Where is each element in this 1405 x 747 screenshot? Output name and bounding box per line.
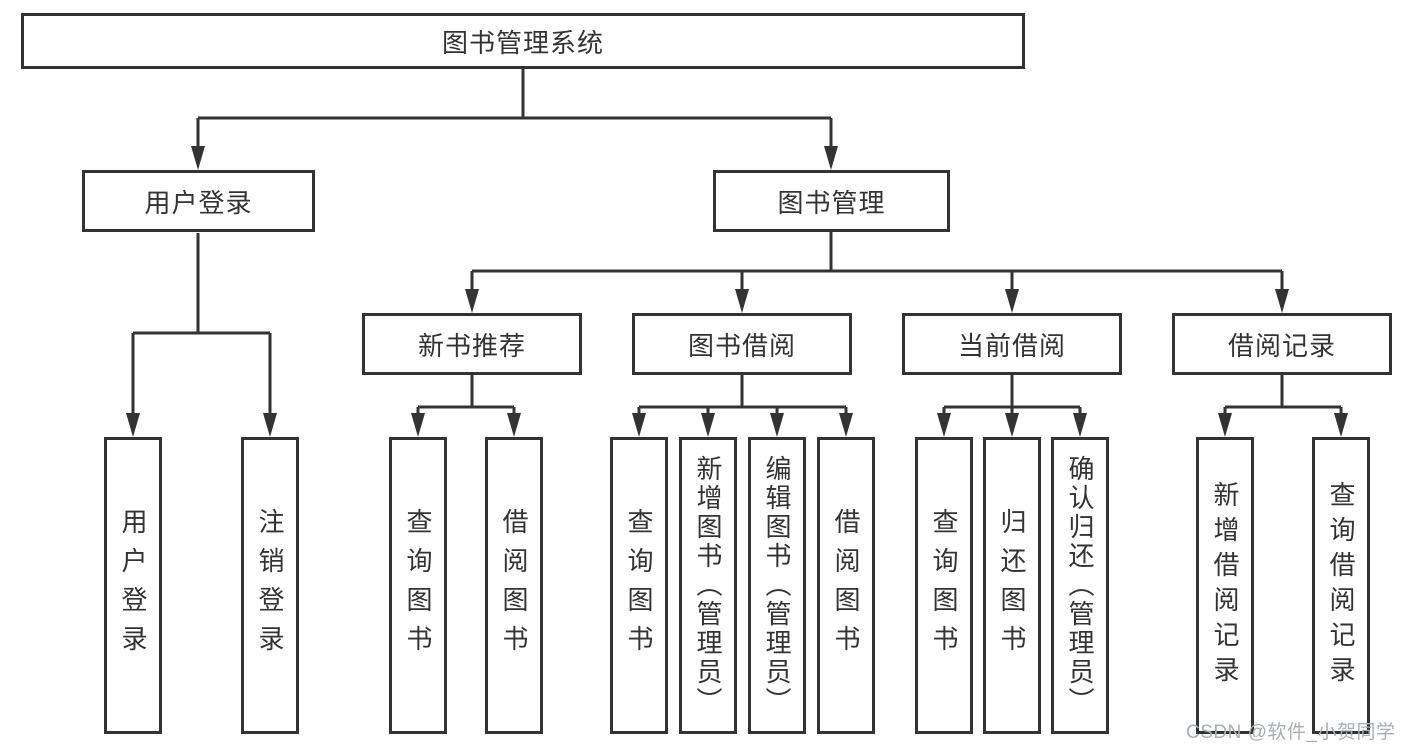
connector-bookmgmt-fork bbox=[470, 232, 1284, 295]
connector-recommend-fork bbox=[416, 375, 516, 419]
arrow-down-icon bbox=[191, 146, 205, 170]
arrow-down-icon bbox=[465, 289, 479, 313]
node-book-borrow-label: 图书借阅 bbox=[687, 330, 796, 361]
leaf-borrow-books-recommend-label: 借阅图书 bbox=[499, 507, 529, 664]
leaf-query-books-current-label: 查询图书 bbox=[929, 507, 959, 664]
arrow-down-icon bbox=[1005, 413, 1019, 437]
leaf-add-borrow-record: 新增借阅记录 bbox=[1196, 437, 1254, 734]
arrow-down-icon bbox=[411, 413, 425, 437]
leaf-query-books-borrow: 查询图书 bbox=[610, 437, 668, 734]
leaf-borrow-books-recommend: 借阅图书 bbox=[485, 437, 543, 734]
leaf-edit-books-admin-label: 编辑图书（管理员） bbox=[762, 455, 792, 716]
connector-root-fork bbox=[196, 69, 833, 152]
leaf-query-books-recommend-label: 查询图书 bbox=[403, 507, 433, 664]
node-current-borrow: 当前借阅 bbox=[902, 313, 1122, 375]
leaf-edit-books-admin: 编辑图书（管理员） bbox=[748, 437, 806, 734]
node-root-label: 图书管理系统 bbox=[441, 27, 604, 58]
leaf-add-books-admin-label: 新增图书（管理员） bbox=[693, 455, 723, 716]
node-borrow-records-label: 借阅记录 bbox=[1227, 330, 1336, 361]
arrow-down-icon bbox=[1334, 413, 1348, 437]
node-root: 图书管理系统 bbox=[21, 13, 1025, 69]
arrow-down-icon bbox=[632, 413, 646, 437]
leaf-query-books-borrow-label: 查询图书 bbox=[624, 507, 654, 664]
leaf-logout-login: 注销登录 bbox=[241, 437, 299, 734]
leaf-borrow-books: 借阅图书 bbox=[817, 437, 875, 734]
arrow-down-icon bbox=[839, 413, 853, 437]
connector-records-fork bbox=[1223, 375, 1343, 419]
node-book-management: 图书管理 bbox=[713, 170, 950, 232]
leaf-add-borrow-record-label: 新增借阅记录 bbox=[1210, 480, 1240, 691]
leaf-user-login: 用户登录 bbox=[104, 437, 162, 734]
arrow-down-icon bbox=[1275, 289, 1289, 313]
arrow-down-icon bbox=[824, 146, 838, 170]
connector-currentborrow-fork bbox=[942, 375, 1082, 419]
leaf-borrow-books-label: 借阅图书 bbox=[831, 507, 861, 664]
node-user-login: 用户登录 bbox=[82, 170, 315, 232]
leaf-return-books-label: 归还图书 bbox=[997, 507, 1027, 664]
arrow-down-icon bbox=[1005, 289, 1019, 313]
leaf-user-login-label: 用户登录 bbox=[118, 507, 148, 664]
connector-bookborrow-fork bbox=[637, 375, 848, 419]
arrow-down-icon bbox=[1073, 413, 1087, 437]
leaf-confirm-return-admin-label: 确认归还（管理员） bbox=[1065, 455, 1095, 716]
arrow-down-icon bbox=[126, 413, 140, 437]
node-borrow-records: 借阅记录 bbox=[1172, 313, 1392, 375]
node-user-login-label: 用户登录 bbox=[144, 187, 253, 218]
arrow-down-icon bbox=[701, 413, 715, 437]
arrow-down-icon bbox=[735, 289, 749, 313]
node-book-management-label: 图书管理 bbox=[777, 187, 886, 218]
watermark: CSDN @软件_小贺同学 bbox=[1186, 722, 1396, 743]
leaf-query-books-current: 查询图书 bbox=[915, 437, 973, 734]
arrow-down-icon bbox=[937, 413, 951, 437]
arrowheads bbox=[126, 146, 1348, 437]
leaf-confirm-return-admin: 确认归还（管理员） bbox=[1051, 437, 1109, 734]
arrow-down-icon bbox=[507, 413, 521, 437]
node-book-borrow: 图书借阅 bbox=[632, 313, 852, 375]
leaf-query-borrow-record: 查询借阅记录 bbox=[1312, 437, 1370, 734]
leaf-query-books-recommend: 查询图书 bbox=[389, 437, 447, 734]
node-current-borrow-label: 当前借阅 bbox=[957, 330, 1066, 361]
node-new-book-recommend: 新书推荐 bbox=[362, 313, 582, 375]
leaf-return-books: 归还图书 bbox=[983, 437, 1041, 734]
leaf-logout-login-label: 注销登录 bbox=[255, 507, 285, 664]
node-new-book-recommend-label: 新书推荐 bbox=[417, 330, 526, 361]
arrow-down-icon bbox=[263, 413, 277, 437]
leaf-add-books-admin: 新增图书（管理员） bbox=[679, 437, 737, 734]
leaf-query-borrow-record-label: 查询借阅记录 bbox=[1326, 480, 1356, 691]
arrow-down-icon bbox=[770, 413, 784, 437]
arrow-down-icon bbox=[1218, 413, 1232, 437]
connector-userlogin-fork bbox=[131, 233, 272, 419]
